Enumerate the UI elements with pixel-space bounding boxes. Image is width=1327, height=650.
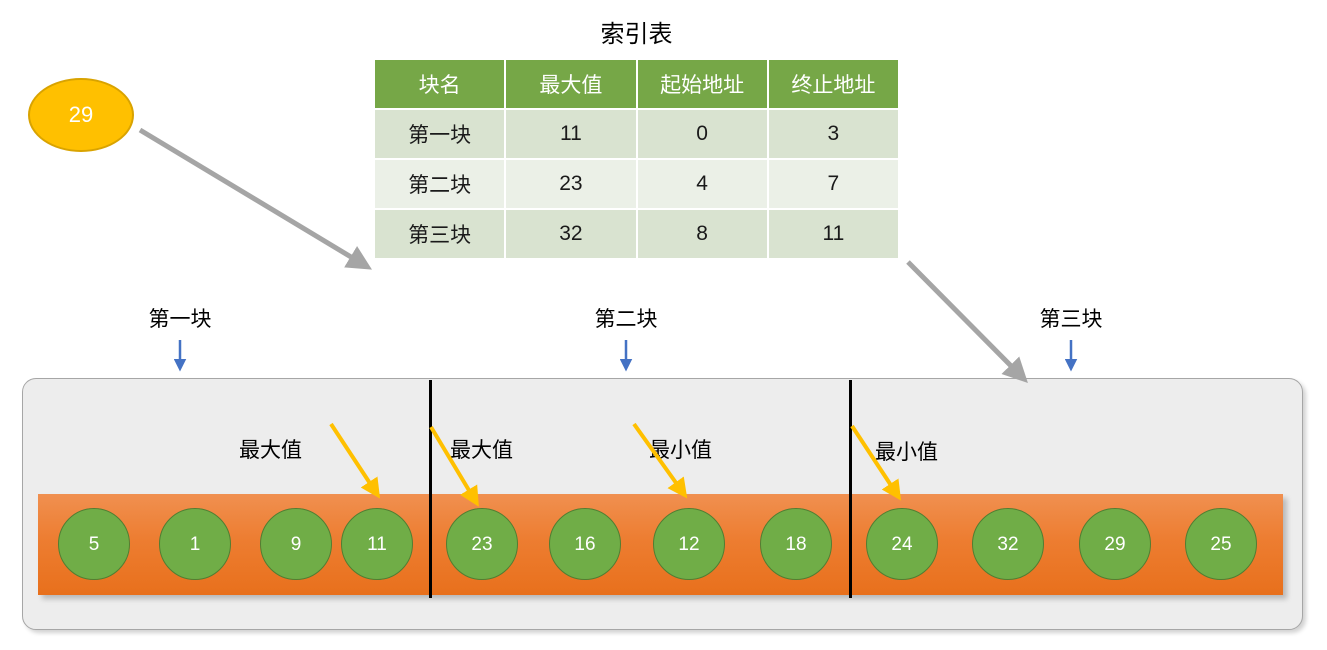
- array-cell: 1: [159, 508, 231, 580]
- array-cell: 18: [760, 508, 832, 580]
- array-cell: 25: [1185, 508, 1257, 580]
- column-header-max-value: 最大值: [506, 60, 636, 108]
- array-cell-value: 5: [88, 533, 100, 555]
- cell-start-address: 8: [637, 210, 767, 258]
- cell-end-address: 3: [768, 110, 898, 158]
- index-table-title: 索引表: [600, 21, 673, 48]
- search-key-ellipse: 29: [28, 78, 134, 152]
- block-caption-1: 第一块: [148, 308, 212, 331]
- array-cell-value: 12: [678, 533, 700, 555]
- cell-start-address: 4: [637, 160, 767, 208]
- column-header-end-address: 终止地址: [768, 60, 898, 108]
- annotation-label-1: 最大值: [239, 439, 302, 462]
- array-cell: 32: [972, 508, 1044, 580]
- annotation-label-4: 最小值: [875, 441, 938, 464]
- array-cell-value: 25: [1210, 533, 1232, 555]
- table-row: 第一块 11 0 3: [375, 110, 898, 158]
- array-cell-value: 16: [574, 533, 596, 555]
- array-cell-value: 11: [367, 533, 387, 555]
- array-cell: 9: [260, 508, 332, 580]
- annotation-label-2: 最大值: [450, 439, 513, 462]
- block-caption-2: 第二块: [594, 308, 658, 331]
- arrow-key-to-table: [138, 127, 372, 270]
- column-header-start-address: 起始地址: [637, 60, 767, 108]
- array-cell: 12: [653, 508, 725, 580]
- array-cell-value: 32: [997, 533, 1019, 555]
- array-cell: 23: [446, 508, 518, 580]
- block-divider-1: [429, 380, 432, 598]
- array-cell-value: 29: [1104, 533, 1126, 555]
- cell-end-address: 7: [768, 160, 898, 208]
- array-cell: 29: [1079, 508, 1151, 580]
- array-cell: 5: [58, 508, 130, 580]
- array-cell: 24: [866, 508, 938, 580]
- cell-block-name: 第三块: [375, 210, 505, 258]
- index-table: 块名 最大值 起始地址 终止地址 第一块 11 0 3 第二块 23 4 7 第…: [373, 58, 900, 260]
- cell-end-address: 11: [768, 210, 898, 258]
- table-row: 第二块 23 4 7: [375, 160, 898, 208]
- cell-block-name: 第一块: [375, 110, 505, 158]
- array-cell-value: 1: [189, 533, 201, 555]
- block-divider-2: [849, 380, 852, 598]
- array-cell-value: 23: [471, 533, 493, 555]
- array-cell-value: 24: [891, 533, 913, 555]
- table-row: 第三块 32 8 11: [375, 210, 898, 258]
- array-cell-value: 9: [290, 533, 302, 555]
- cell-start-address: 0: [637, 110, 767, 158]
- index-table-header-row: 块名 最大值 起始地址 终止地址: [375, 60, 898, 108]
- array-cell: 16: [549, 508, 621, 580]
- cell-block-name: 第二块: [375, 160, 505, 208]
- cell-max-value: 11: [506, 110, 636, 158]
- array-cell: 11: [341, 508, 413, 580]
- array-cell-value: 18: [785, 533, 807, 555]
- cell-max-value: 23: [506, 160, 636, 208]
- column-header-block-name: 块名: [375, 60, 505, 108]
- arrow-table-to-block3: [906, 260, 1028, 383]
- search-key-value: 29: [68, 102, 94, 127]
- cell-max-value: 32: [506, 210, 636, 258]
- annotation-label-3: 最小值: [649, 439, 712, 462]
- block-caption-3: 第三块: [1039, 308, 1103, 331]
